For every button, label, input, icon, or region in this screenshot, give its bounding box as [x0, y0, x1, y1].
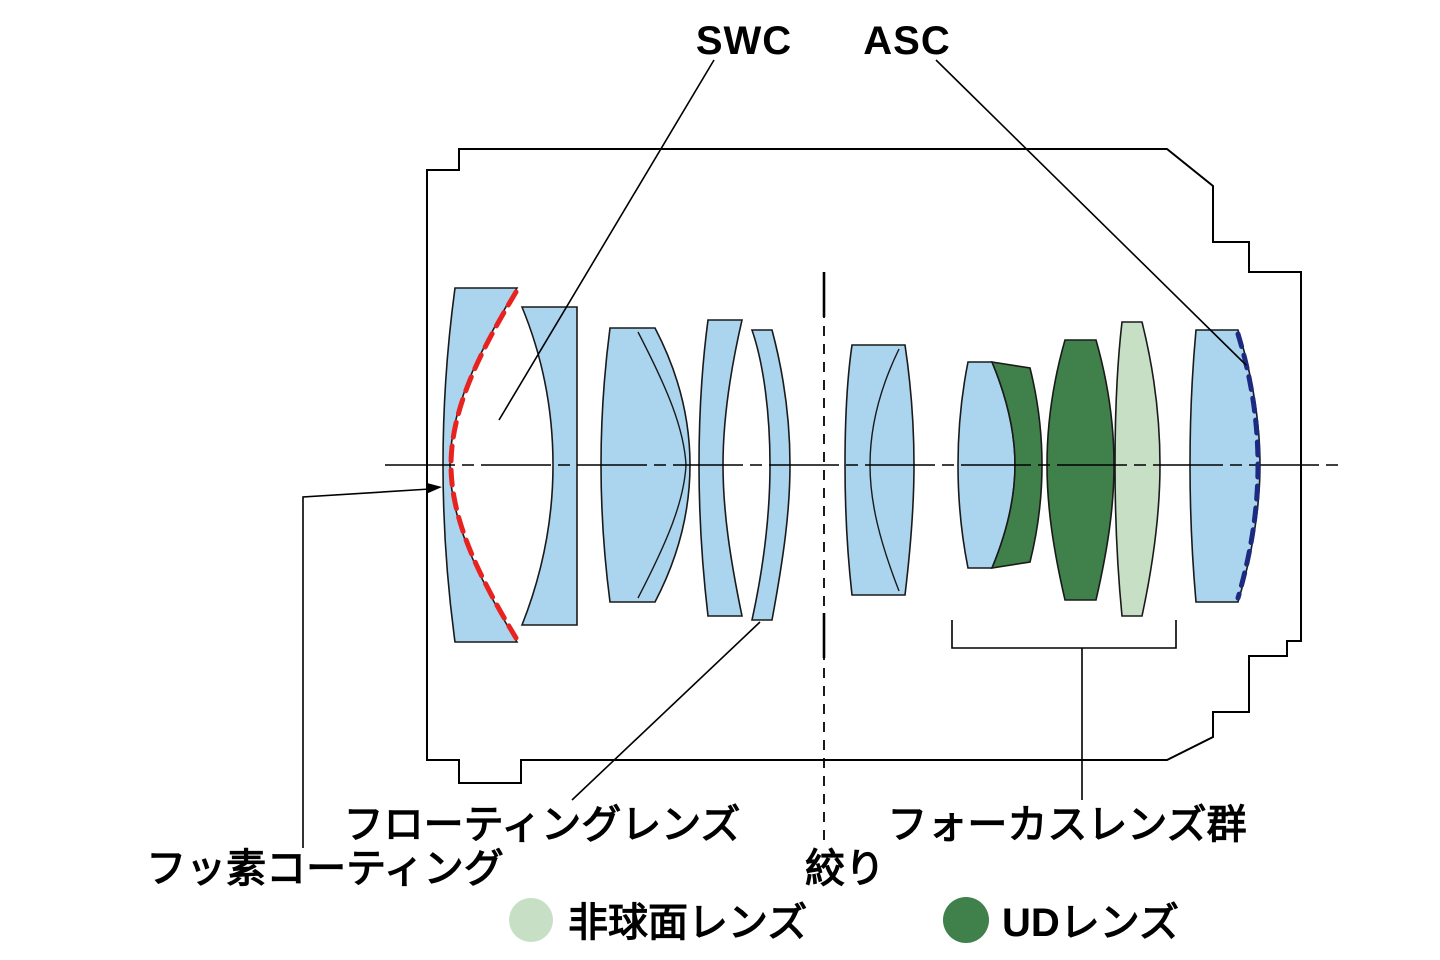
floating-lens-element — [750, 329, 791, 621]
fluorine-coating-arrowhead — [426, 483, 442, 494]
ud-legend-swatch — [943, 897, 989, 943]
asc-leader-line — [935, 59, 1247, 366]
floating-lens-leader-line — [571, 621, 761, 801]
group2-element-3 — [698, 319, 744, 617]
front-lens-element-2 — [520, 306, 578, 626]
swc-coating-curve — [448, 289, 519, 641]
fluorine-coating-leader-line — [302, 488, 431, 848]
swc-label: SWC — [696, 19, 792, 63]
floating-lens-label: フローティングレンズ — [344, 803, 741, 847]
swc-leader-line — [498, 59, 715, 421]
focus-group-label: フォーカスレンズ群 — [887, 803, 1246, 847]
focus-group-bracket — [951, 620, 1177, 649]
fluorine-coating-label: フッ素コーティング — [146, 847, 504, 891]
asc-label: ASC — [863, 19, 950, 63]
lens-barrel-outline — [426, 148, 1302, 784]
aspherical-legend-swatch — [509, 898, 553, 942]
aperture-label: 絞り — [805, 847, 885, 891]
aspherical-lens-element — [1114, 321, 1161, 617]
rear-lens-element — [1189, 329, 1261, 603]
ud-legend-label: UDレンズ — [1002, 901, 1179, 945]
ud-lens-element-2 — [1046, 339, 1115, 601]
asc-coating-curve — [1235, 331, 1261, 601]
aspherical-legend-label: 非球面レンズ — [568, 901, 807, 945]
group3-doublet-element — [844, 344, 915, 596]
